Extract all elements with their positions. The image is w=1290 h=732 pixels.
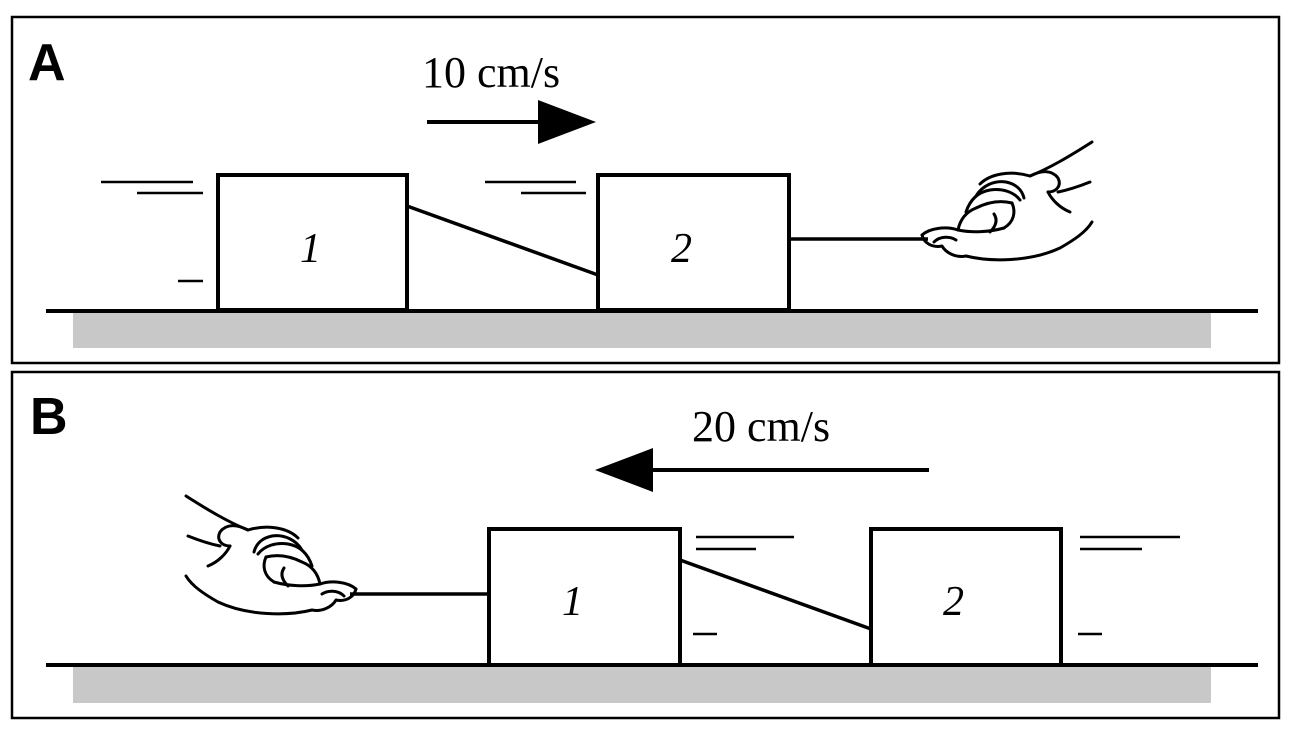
- panel-b-motion-lines-block-1: [693, 535, 794, 636]
- panel-a-block-1: [216, 173, 409, 312]
- panel-a-frame: [10, 15, 1281, 365]
- panel-b-ground: [73, 667, 1211, 703]
- panel-a-block-1-label: 1: [300, 226, 321, 272]
- panel-b-motion-lines-block-2: [1078, 535, 1180, 636]
- panel-b-arrow-left-icon: [595, 448, 929, 492]
- panel-b-hand-icon: [184, 494, 358, 616]
- panel-b-block-1-label: 1: [562, 579, 583, 625]
- panel-a-ground: [73, 312, 1211, 348]
- panel-a-motion-lines-block-2: [485, 180, 586, 195]
- panel-a-block-2-label: 2: [671, 226, 692, 272]
- panel-b-frame: [10, 370, 1281, 720]
- panel-a-connecting-string: [406, 204, 599, 277]
- panel-b-connecting-string: [679, 558, 872, 631]
- panel-a-block-2: [596, 173, 791, 312]
- panel-b-block-2: [869, 527, 1063, 667]
- panel-b-block-1: [487, 527, 682, 667]
- panel-b-speed-label: 20 cm/s: [692, 402, 830, 451]
- panel-b-block-2-label: 2: [943, 579, 964, 625]
- panel-b-label: B: [30, 388, 68, 446]
- panel-a-label: A: [28, 34, 66, 92]
- panel-a: A 10 cm/s 1 2: [10, 15, 1281, 365]
- panel-a-motion-lines-block-1: [101, 180, 203, 283]
- panel-a-speed-label: 10 cm/s: [422, 48, 560, 97]
- panel-a-arrow-right-icon: [427, 100, 596, 144]
- panel-a-hand-icon: [920, 140, 1094, 262]
- panel-b: B 20 cm/s 1 2: [10, 370, 1281, 720]
